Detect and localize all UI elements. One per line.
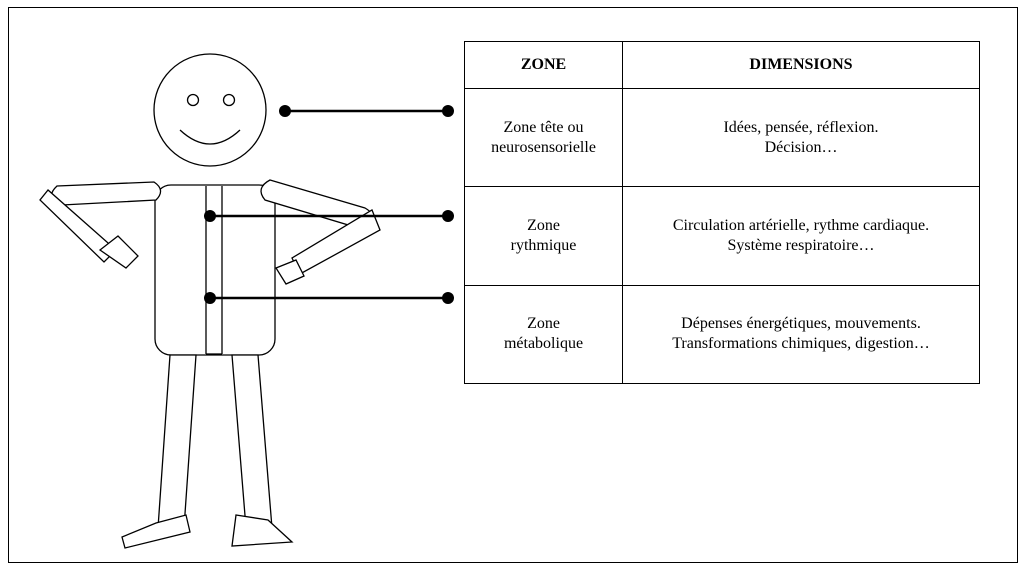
table-header-row: ZONE DIMENSIONS: [464, 41, 980, 89]
zone-label-line: métabolique: [503, 335, 584, 353]
right-foot: [231, 514, 294, 547]
connectors: [204, 105, 454, 304]
table-row: Zone métabolique Dépenses énergétiques, …: [464, 284, 980, 385]
zone-column-header: ZONE: [464, 41, 623, 89]
dimensions-cell: Circulation artérielle, rythme cardiaque…: [622, 186, 980, 286]
dimensions-line: Transformations chimiques, digestion…: [672, 335, 930, 353]
smile: [179, 129, 241, 145]
head: [153, 53, 267, 167]
dimensions-column-header: DIMENSIONS: [622, 41, 980, 89]
right-arm: [260, 179, 381, 285]
left-eye: [186, 93, 200, 107]
dimensions-line: Système respiratoire…: [727, 236, 875, 254]
dimensions-line: Circulation artérielle, rythme cardiaque…: [672, 216, 930, 234]
zone-cell: Zone rythmique: [464, 186, 623, 286]
table-row: Zone tête ou neurosensorielle Idées, pen…: [464, 87, 980, 188]
figure-frame: [8, 7, 1018, 563]
torso: [154, 184, 276, 356]
zone-cell: Zone tête ou neurosensorielle: [464, 87, 623, 188]
zone-label-line: Zone: [527, 216, 560, 234]
left-arm: [39, 181, 162, 269]
dimensions-line: Décision…: [764, 138, 838, 156]
legs: [121, 354, 294, 549]
right-eye: [222, 93, 236, 107]
dimensions-line: Dépenses énergétiques, mouvements.: [681, 315, 921, 333]
zones-table: ZONE DIMENSIONS Zone tête ou neurosensor…: [464, 41, 980, 385]
zone-label-line: rythmique: [510, 236, 577, 254]
left-foot: [121, 514, 191, 549]
dimensions-cell: Dépenses énergétiques, mouvements. Trans…: [622, 284, 980, 385]
zone-label-line: Zone tête ou: [503, 118, 584, 136]
zone-label-line: Zone: [527, 315, 560, 333]
zone-cell: Zone métabolique: [464, 284, 623, 385]
table-row: Zone rythmique Circulation artérielle, r…: [464, 186, 980, 286]
zone-label-line: neurosensorielle: [491, 138, 596, 156]
dimensions-cell: Idées, pensée, réflexion. Décision…: [622, 87, 980, 188]
dimensions-line: Idées, pensée, réflexion.: [723, 118, 879, 136]
